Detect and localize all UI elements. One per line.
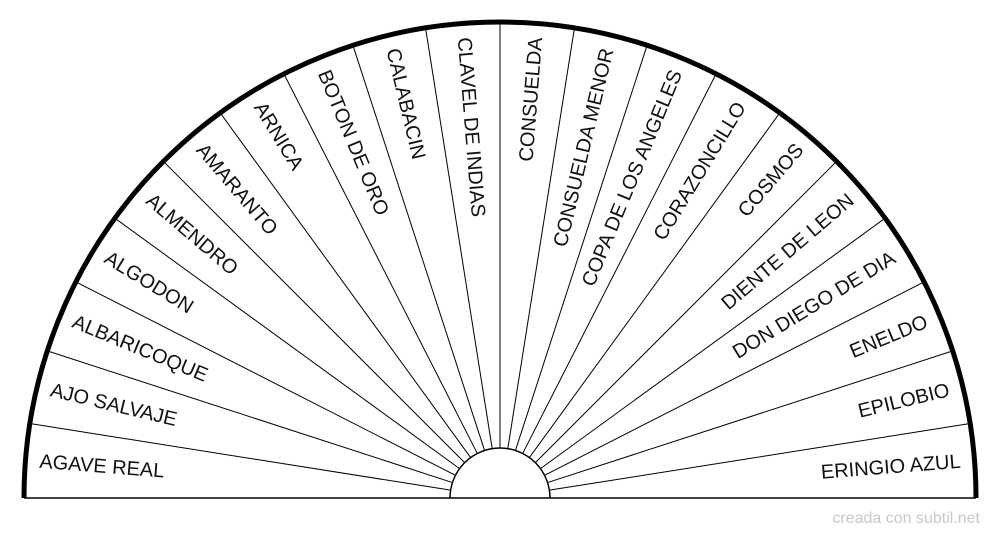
sector-label: AGAVE REAL [39,451,166,483]
sector-divider [163,161,465,463]
sector-label: ALBARICOQUE [69,311,211,387]
sector-divider [507,27,575,449]
sector-label: AMARANTO [192,140,282,240]
sector-divider [540,217,886,470]
sector-divider [549,423,971,491]
sector-divider [75,281,456,476]
sector-divider [114,217,460,470]
sector-divider [522,73,717,454]
sector-label: COSMOS [734,140,808,222]
sector-label: CALABACIN [381,46,429,161]
sector-label: CLAVEL DE INDIAS [453,37,489,218]
inner-arc [449,447,551,499]
sector-divider [547,350,953,484]
sector-divider [544,281,925,476]
sector-divider [352,45,486,451]
sector-label: CONSUELDA [516,36,548,162]
credit-text: creada con subtil.net [832,510,980,527]
sector-lines [24,22,976,499]
sector-divider [528,112,781,458]
sector-divider [535,161,837,463]
outer-arc [21,19,979,499]
sector-label: ALGODON [100,247,197,318]
sector-label: ARNICA [249,98,308,174]
sector-divider [283,73,478,454]
sector-divider [29,423,451,491]
sector-label: BOTON DE ORO [313,67,393,219]
sector-label: ALMENDRO [142,190,242,280]
sector-divider [514,45,648,451]
sector-divider [219,112,472,458]
sector-divider [425,27,493,449]
sector-label: ERINGIO AZUL [820,451,961,484]
sector-divider [47,350,453,484]
sector-label: EPILOBIO [856,379,952,422]
sector-label: ENELDO [847,311,931,363]
